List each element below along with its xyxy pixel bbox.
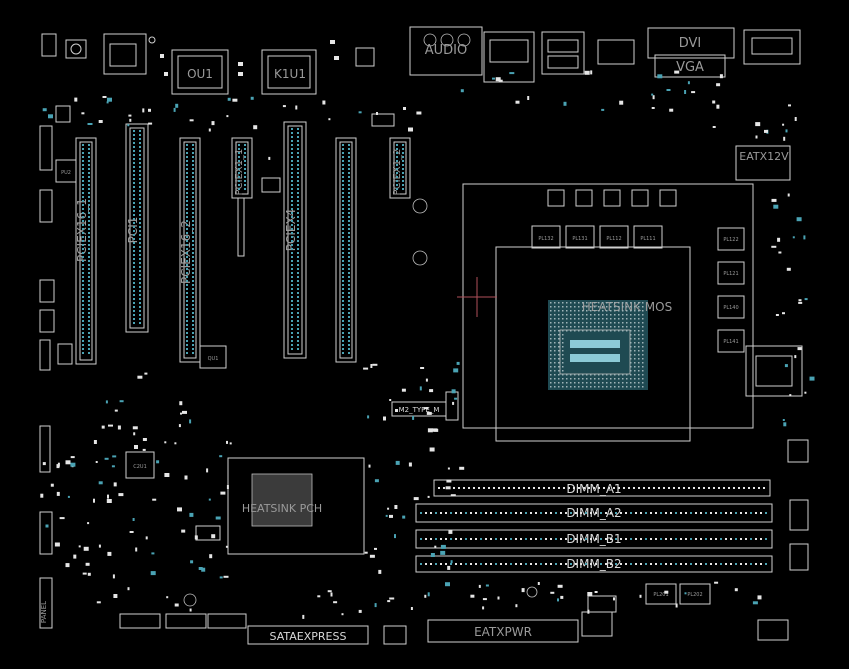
dimm-b2-label: DIMM_B2: [566, 557, 621, 571]
chip-ou1-label: OU1: [187, 67, 213, 81]
pl132-label: PL132: [538, 236, 553, 242]
crosshair: [457, 277, 497, 317]
eatxpwr-label: EATXPWR: [474, 625, 532, 639]
c2u1-label: C2U1: [133, 464, 147, 470]
left-edge-components: PANEL PU2: [39, 105, 77, 629]
dimm-a2: DIMM_A2: [415, 503, 773, 523]
qu1-label: QU1: [208, 356, 219, 362]
chip-k1u1: K1U1: [261, 49, 317, 95]
pl202-label: PL202: [687, 592, 702, 598]
slot-pciex16-3: [335, 137, 357, 363]
slot-pciex16-2: PCIEX16_2: [179, 137, 201, 363]
audio-label: AUDIO: [425, 43, 468, 58]
top-rear-io: OU1 K1U1 AUDIO DVI VGA: [41, 26, 801, 95]
pl141-label: PL141: [723, 339, 738, 345]
dvi-label: DVI: [679, 36, 702, 51]
eatx12v-connector: EATX12V: [735, 145, 791, 181]
eatxpwr-connector: EATXPWR: [427, 619, 579, 643]
pch-heatsink: HEATSINK PCH: [227, 457, 365, 555]
eatx12v-label: EATX12V: [739, 150, 789, 163]
pl122-label: PL122: [723, 237, 738, 243]
dimm-b2: DIMM_B2: [415, 555, 773, 573]
heatsink-pch-label: HEATSINK PCH: [242, 502, 322, 515]
pl121-label: PL121: [723, 271, 738, 277]
pl111-label: PL111: [640, 236, 655, 242]
vga-label: VGA: [676, 60, 704, 75]
panel-label: PANEL: [40, 601, 48, 623]
chip-k1u1-label: K1U1: [274, 67, 306, 81]
bottom-connectors: SATAEXPRESS EATXPWR PL201 PL202: [119, 583, 711, 645]
pu2-label: PU2: [61, 170, 71, 176]
chip-ou1: OU1: [171, 49, 229, 95]
dimm-a2-label: DIMM_A2: [566, 506, 621, 520]
dimm-slots: DIMM_A1 DIMM_A2 DIMM_B1 DIMM_B2: [415, 479, 773, 573]
m2-type-m-label: M2_TYPE_M: [399, 406, 440, 414]
pl131-label: PL131: [572, 236, 587, 242]
sataexpress-label: SATAEXPRESS: [270, 630, 347, 643]
audio-connector: AUDIO: [409, 26, 483, 76]
component-pads: [40, 70, 815, 619]
sataexpress-connector: SATAEXPRESS: [247, 625, 369, 645]
dimm-b1: DIMM_B1: [415, 529, 773, 549]
pl112-label: PL112: [606, 236, 621, 242]
pl201-label: PL201: [653, 592, 668, 598]
right-edge-components: [745, 345, 809, 641]
dimm-b1-label: DIMM_B1: [566, 532, 621, 546]
pl140-label: PL140: [723, 305, 738, 311]
dvi-vga-connector: DVI VGA: [647, 27, 735, 78]
